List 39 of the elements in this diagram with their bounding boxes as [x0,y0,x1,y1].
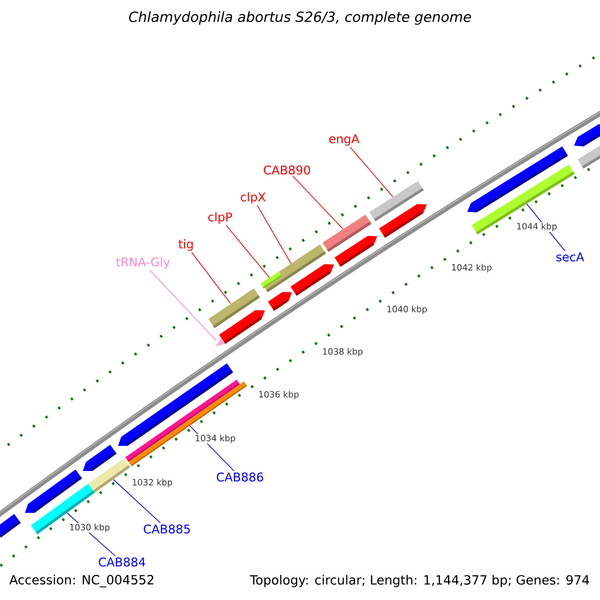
tick-label: 1032 kbp [131,478,174,488]
leader-line [292,176,344,230]
gene-block [574,124,600,146]
tick-label: 1030 kbp [68,523,111,533]
tick-label: 1044 kbp [516,222,558,232]
tick-label: 1034 kbp [194,434,236,444]
gene-label: clpP [208,212,232,224]
gene-label: secA [556,252,584,262]
gene-block [379,204,427,238]
tick-label: 1038 kbp [322,347,364,358]
accession-text: Accession: NC_004552 [9,574,154,588]
leader-line [113,479,161,524]
gene-label: CAB885 [144,524,190,534]
gene-label: engA [329,134,360,146]
gene-label: tig [178,239,193,251]
gene-label: clpX [240,192,266,204]
gene-block [290,264,334,296]
leader-line [256,205,292,264]
gene-label: tRNA-Gly [116,257,170,269]
tick-label: 1036 kbp [258,390,300,400]
gene-label: CAB886 [216,472,264,482]
trna-marker [215,338,225,346]
gene-block [268,292,292,311]
gene-block [334,236,378,267]
leader-line [191,252,232,304]
gene-bar [578,146,600,169]
gene-block [0,514,21,538]
tick-label: 1040 kbp [386,304,428,315]
gene-label: CAB884 [98,557,146,567]
gene-block [82,444,117,471]
gene-block [24,469,82,513]
leader-line [350,146,394,198]
leader-line [150,270,217,342]
tick-label: 1042 kbp [450,263,493,273]
genome-stats-text: Topology: circular; Length: 1,144,377 bp; Genes: 974 [250,574,590,588]
gene-block [219,310,265,344]
gene-block [467,146,568,212]
title: Chlamydophila abortus S26/3, complete genome [128,11,471,25]
gene-label: CAB890 [264,165,310,175]
